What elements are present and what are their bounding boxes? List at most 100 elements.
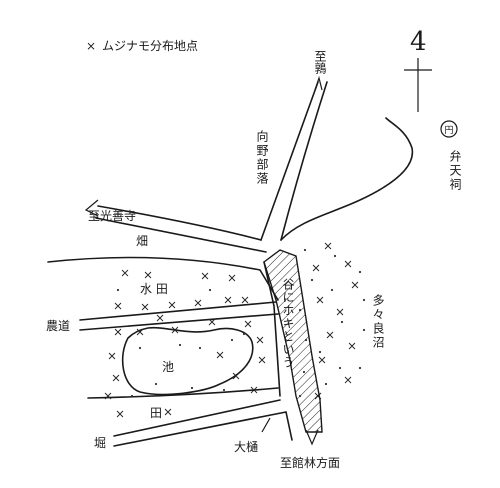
stipple-dot	[324, 382, 328, 386]
label-tanigawa: 谷にホキという	[281, 278, 295, 369]
swamp-stipple	[116, 248, 366, 398]
distribution-marker	[116, 410, 124, 418]
stipple-dot	[222, 388, 226, 392]
label-hori: 堀	[94, 435, 106, 450]
label-tatara: 多々良沼	[371, 294, 385, 350]
distribution-marker	[121, 269, 129, 277]
label-hatake: 畑	[136, 234, 148, 248]
taru-leader	[261, 417, 271, 433]
distribution-marker	[256, 336, 264, 344]
stipple-dot	[362, 328, 366, 332]
hatched-channel	[263, 249, 323, 433]
distribution-marker	[164, 408, 172, 416]
stipple-dot	[303, 248, 307, 252]
distribution-marker	[156, 314, 164, 322]
legend: × ムジナモ分布地点	[86, 39, 198, 53]
distribution-marker	[171, 326, 179, 334]
distribution-marker	[250, 386, 258, 394]
distribution-marker	[168, 301, 176, 309]
legend-symbol: ×	[86, 39, 96, 53]
distribution-marker	[112, 374, 120, 382]
distribution-marker	[114, 302, 122, 310]
distribution-marker	[216, 351, 224, 359]
label-ike: 池	[162, 360, 174, 374]
distribution-marker	[241, 296, 249, 304]
stipple-dot	[154, 382, 158, 386]
north-arrow-glyph: 4	[410, 27, 427, 57]
road-west	[84, 199, 267, 253]
stipple-dot	[198, 346, 202, 350]
stipple-dot	[358, 366, 362, 370]
road-north	[260, 75, 328, 241]
stipple-dot	[230, 338, 234, 342]
distribution-markers	[104, 242, 359, 418]
distribution-marker	[136, 328, 144, 336]
label-to-tatebayashi: 至館林方面	[280, 455, 340, 470]
distribution-marker	[336, 308, 344, 316]
label-suiden: 水 田	[140, 282, 168, 296]
stipple-dot	[304, 338, 308, 342]
arrow-west	[84, 199, 99, 217]
distribution-marker	[324, 242, 332, 250]
stipple-dot	[358, 270, 362, 274]
label-mukaino: 向野部落	[255, 129, 269, 186]
stipple-dot	[340, 320, 344, 324]
distribution-marker	[258, 356, 266, 364]
north-arrow: 4	[404, 27, 432, 112]
pond	[121, 326, 254, 396]
stipple-dot	[302, 370, 306, 374]
distribution-marker	[344, 260, 352, 268]
stipple-dot	[116, 288, 120, 292]
label-nodo: 農道	[46, 319, 70, 333]
distribution-marker	[201, 272, 209, 280]
distribution-marker	[108, 352, 116, 360]
distribution-marker	[144, 271, 152, 279]
distribution-marker	[351, 281, 359, 289]
distribution-marker	[208, 318, 216, 326]
distribution-marker	[326, 331, 334, 339]
stipple-dot	[242, 332, 246, 336]
distribution-marker	[244, 320, 252, 328]
shrine-icon	[440, 120, 458, 138]
stipple-dot	[333, 254, 337, 258]
stipple-dot	[130, 394, 134, 398]
distribution-marker	[232, 372, 240, 380]
distribution-marker	[194, 299, 202, 307]
field-boundary-top	[47, 256, 279, 301]
label-to-kozenji: 至光善寺	[88, 208, 136, 223]
distribution-marker	[114, 328, 122, 336]
distribution-marker	[348, 342, 356, 350]
ditch	[113, 411, 287, 447]
stipple-dot	[138, 346, 142, 350]
distribution-marker	[344, 376, 352, 384]
arrow-north	[314, 75, 323, 91]
distribution-marker	[312, 264, 320, 272]
stipple-dot	[208, 288, 212, 292]
stipple-dot	[298, 308, 302, 312]
shrine-symbol-text: 円	[444, 125, 453, 136]
arrow-south	[305, 429, 319, 446]
distribution-marker	[316, 296, 324, 304]
swamp-east-bank	[280, 117, 414, 241]
distribution-marker	[318, 356, 326, 364]
stipple-dot	[298, 394, 302, 398]
stipple-dot	[362, 298, 366, 302]
label-to-uguisu: 至鶉	[313, 50, 327, 75]
distribution-marker	[228, 274, 236, 282]
distribution-marker	[314, 392, 322, 400]
label-taru: 大樋	[234, 439, 258, 454]
distribution-marker	[224, 296, 232, 304]
label-benten: 弁天祠	[448, 149, 462, 192]
distribution-marker	[141, 303, 149, 311]
distribution-marker	[104, 392, 112, 400]
stipple-dot	[310, 278, 314, 282]
stipple-dot	[318, 350, 322, 354]
shrine-marker: 円	[440, 120, 458, 138]
stipple-dot	[178, 343, 182, 347]
stipple-dot	[338, 366, 342, 370]
label-den: 田	[150, 406, 162, 420]
stipple-dot	[330, 288, 334, 292]
farm-road	[79, 313, 279, 331]
